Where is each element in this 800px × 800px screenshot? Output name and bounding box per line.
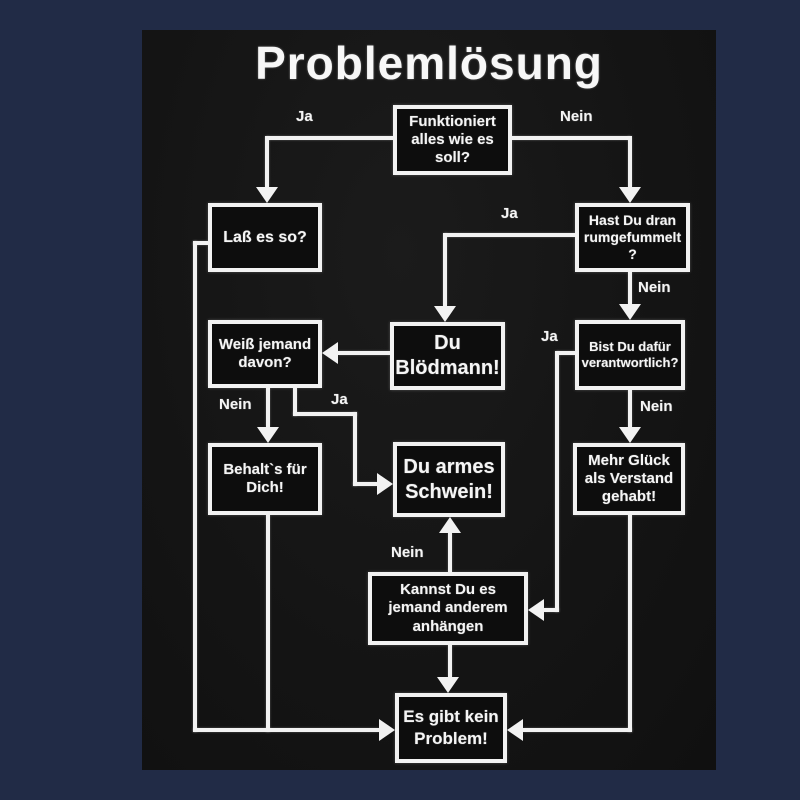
- node-du-armes-schwein-label: Du armes Schwein!: [403, 455, 495, 503]
- edge-label-nein-top: Nein: [560, 108, 593, 125]
- connector-line: [293, 388, 297, 416]
- node-es-gibt-kein-problem: Es gibt kein Problem!: [395, 693, 507, 763]
- arrowhead-right-icon: [377, 473, 393, 495]
- arrowhead-left-icon: [322, 342, 338, 364]
- node-behalts-fuer-dich: Behalt`s für Dich!: [208, 443, 322, 515]
- node-mehr-glueck: Mehr Glück als Verstand gehabt!: [573, 443, 685, 515]
- connector-line: [445, 233, 575, 237]
- connector-line: [353, 482, 377, 486]
- arrowhead-down-icon: [619, 427, 641, 443]
- node-hast-du-dran-label: Hast Du dran rumgefummelt ?: [583, 211, 682, 263]
- node-du-armes-schwein: Du armes Schwein!: [393, 442, 505, 517]
- arrowhead-down-icon: [437, 677, 459, 693]
- connector-line: [628, 390, 632, 427]
- connector-line: [266, 388, 270, 427]
- node-hast-du-dran: Hast Du dran rumgefummelt ?: [575, 203, 690, 272]
- connector-line: [338, 351, 390, 355]
- edge-label-ja-top: Ja: [296, 108, 313, 125]
- node-kannst-du-es: Kannst Du es jemand anderem anhängen: [368, 572, 528, 645]
- arrowhead-down-icon: [434, 306, 456, 322]
- connector-line: [266, 515, 270, 732]
- connector-line: [193, 728, 379, 732]
- connector-line: [448, 645, 452, 677]
- arrowhead-down-icon: [257, 427, 279, 443]
- node-weiss-jemand: Weiß jemand davon?: [208, 320, 322, 388]
- connector-line: [523, 728, 632, 732]
- connector-line: [512, 136, 630, 140]
- node-du-bloedmann: Du Blödmann!: [390, 322, 505, 390]
- arrowhead-left-icon: [528, 599, 544, 621]
- arrowhead-up-icon: [439, 517, 461, 533]
- node-bist-du-dafuer: Bist Du dafür verantwortlich?: [575, 320, 685, 390]
- node-lass-es-so: Laß es so?: [208, 203, 322, 272]
- node-mehr-glueck-label: Mehr Glück als Verstand gehabt!: [584, 451, 674, 506]
- edge-label-nein-hast: Nein: [638, 279, 671, 296]
- node-lass-es-so-label: Laß es so?: [223, 228, 307, 246]
- page-title: Problemlösung: [255, 37, 603, 89]
- connector-line: [443, 233, 447, 306]
- connector-line: [555, 351, 559, 612]
- connector-line: [267, 136, 393, 140]
- arrowhead-down-icon: [619, 187, 641, 203]
- node-es-gibt-kein-problem-label: Es gibt kein Problem!: [403, 706, 499, 748]
- connector-line: [193, 241, 208, 245]
- connector-line: [293, 412, 357, 416]
- node-weiss-jemand-label: Weiß jemand davon?: [218, 335, 312, 371]
- connector-line: [544, 608, 559, 612]
- arrowhead-down-icon: [256, 187, 278, 203]
- edge-label-nein-kannst: Nein: [391, 544, 424, 561]
- connector-line: [557, 351, 575, 355]
- arrowhead-left-icon: [507, 719, 523, 741]
- connector-line: [628, 136, 632, 187]
- node-funktioniert-label: Funktioniert alles wie es soll?: [409, 112, 496, 167]
- node-behalts-fuer-dich-label: Behalt`s für Dich!: [223, 460, 307, 496]
- connector-line: [448, 533, 452, 572]
- node-funktioniert: Funktioniert alles wie es soll?: [393, 105, 512, 175]
- edge-label-ja-bist: Ja: [541, 328, 558, 345]
- node-du-bloedmann-label: Du Blödmann!: [395, 332, 500, 379]
- connector-line: [628, 272, 632, 304]
- connector-line: [353, 412, 357, 486]
- connector-line: [265, 136, 269, 187]
- arrowhead-down-icon: [619, 304, 641, 320]
- edge-label-nein-bist: Nein: [640, 398, 673, 415]
- connector-line: [193, 241, 197, 732]
- edge-label-ja-hast: Ja: [501, 205, 518, 222]
- connector-line: [628, 515, 632, 732]
- arrowhead-right-icon: [379, 719, 395, 741]
- edge-label-nein-weiss: Nein: [219, 396, 252, 413]
- node-bist-du-dafuer-label: Bist Du dafür verantwortlich?: [581, 339, 679, 370]
- node-kannst-du-es-label: Kannst Du es jemand anderem anhängen: [388, 581, 508, 635]
- edge-label-ja-weiss: Ja: [331, 391, 348, 408]
